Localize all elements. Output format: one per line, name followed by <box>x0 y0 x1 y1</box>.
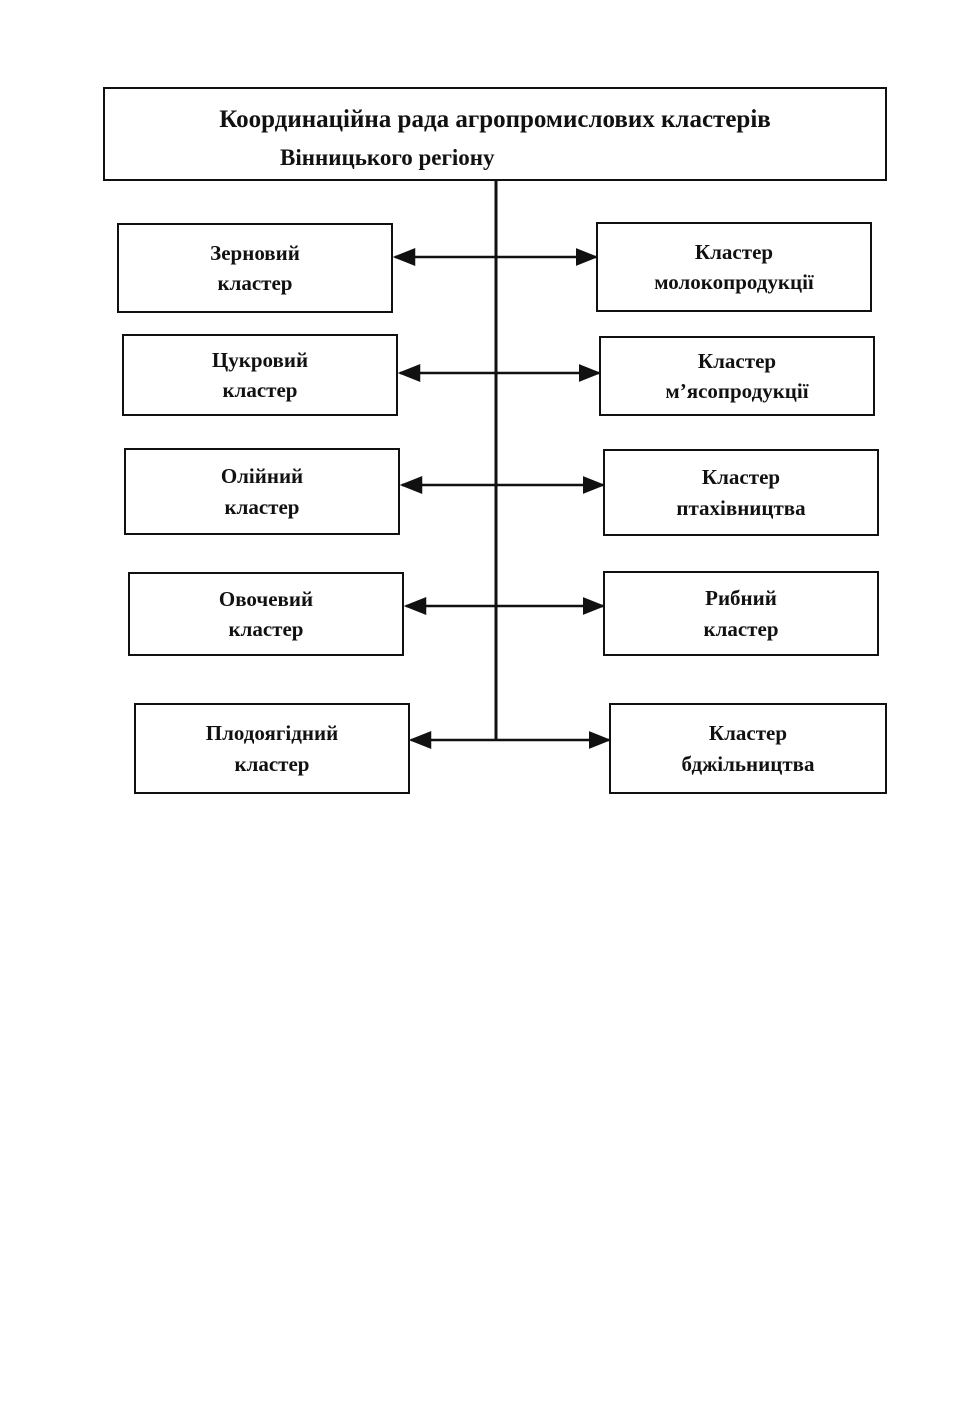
cluster-name-line: Рибний <box>703 583 778 613</box>
cluster-name-line: Кластер <box>681 718 814 748</box>
cluster-name-line: Кластер <box>665 346 808 376</box>
fruit-berry-cluster-box: Плодоягідний кластер <box>134 703 410 794</box>
cluster-name-line: Кластер <box>676 462 805 492</box>
beekeeping-cluster-box: Кластер бджільництва <box>609 703 887 794</box>
cluster-name-line: кластер <box>210 268 300 298</box>
vegetable-cluster-box: Овочевий кластер <box>128 572 404 656</box>
cluster-name-line: птахівництва <box>676 493 805 523</box>
cluster-name-line: Олійний <box>221 461 303 491</box>
poultry-cluster-box: Кластер птахівництва <box>603 449 879 536</box>
cluster-name-line: кластер <box>212 375 308 405</box>
cluster-name-line: Плодоягідний <box>206 718 338 748</box>
council-title-line-2: Вінницького регіону <box>280 141 495 176</box>
cluster-name-line: Кластер <box>654 237 814 267</box>
cluster-name-line: Цукровий <box>212 345 308 375</box>
cluster-name-line: кластер <box>206 749 338 779</box>
cluster-name-line: молокопродукції <box>654 267 814 297</box>
cluster-name-line: бджільництва <box>681 749 814 779</box>
dairy-cluster-box: Кластер молокопродукції <box>596 222 872 312</box>
council-title-line-1: Координаційна рада агропромислових класт… <box>105 101 885 139</box>
grain-cluster-box: Зерновий кластер <box>117 223 393 313</box>
coordination-council-box: Координаційна рада агропромислових класт… <box>103 87 887 181</box>
sugar-cluster-box: Цукровий кластер <box>122 334 398 416</box>
meat-cluster-box: Кластер м’ясопродукції <box>599 336 875 416</box>
cluster-name-line: кластер <box>221 492 303 522</box>
cluster-name-line: Овочевий <box>219 584 313 614</box>
fish-cluster-box: Рибний кластер <box>603 571 879 656</box>
oil-cluster-box: Олійний кластер <box>124 448 400 535</box>
cluster-name-line: м’ясопродукції <box>665 376 808 406</box>
cluster-name-line: кластер <box>703 614 778 644</box>
cluster-name-line: кластер <box>219 614 313 644</box>
cluster-name-line: Зерновий <box>210 238 300 268</box>
